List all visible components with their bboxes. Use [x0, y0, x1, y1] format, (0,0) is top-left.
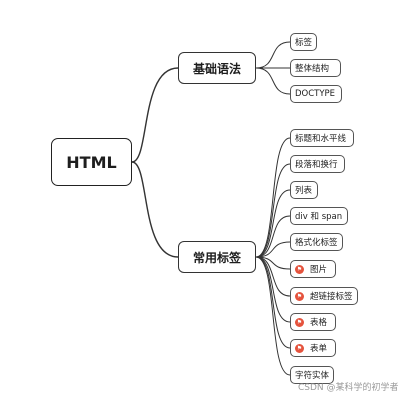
- connector-line: [255, 137, 291, 258]
- connector-line: [255, 256, 291, 349]
- connector-line: [255, 163, 291, 258]
- leaf-label: 标题和水平线: [295, 134, 347, 144]
- leaf-node[interactable]: div 和 span: [290, 207, 348, 225]
- branch-common-tags[interactable]: 常用标签: [178, 241, 256, 273]
- leaf-node[interactable]: 格式化标签: [290, 233, 343, 251]
- leaf-node[interactable]: ⚑ 图片: [290, 260, 336, 278]
- flag-icon: ⚑: [295, 291, 304, 301]
- root-node[interactable]: HTML: [51, 138, 132, 186]
- connector-line: [255, 215, 291, 258]
- flag-icon: ⚑: [295, 264, 304, 274]
- leaf-node[interactable]: 整体结构: [290, 59, 341, 77]
- leaf-node[interactable]: ⚑ 超链接标签: [290, 287, 358, 305]
- leaf-node[interactable]: 标题和水平线: [290, 129, 354, 147]
- leaf-node[interactable]: 字符实体: [290, 366, 335, 384]
- leaf-label: 格式化标签: [295, 238, 338, 248]
- leaf-node[interactable]: ⚑ 表格: [290, 313, 336, 331]
- leaf-label: 图片: [310, 265, 328, 275]
- leaf-node[interactable]: 列表: [290, 181, 318, 199]
- leaf-label: 段落和换行: [295, 160, 338, 170]
- leaf-label: 表格: [310, 318, 328, 328]
- leaf-label: 列表: [295, 186, 313, 196]
- leaf-node[interactable]: 标签: [290, 33, 318, 51]
- leaf-node[interactable]: ⚑ 表单: [290, 339, 336, 357]
- leaf-label: 表单: [310, 344, 328, 354]
- leaf-label: 超链接标签: [310, 292, 353, 302]
- leaf-label: 字符实体: [295, 371, 330, 381]
- watermark: CSDN @某科学的初学者: [298, 383, 399, 393]
- branch-basic-syntax[interactable]: 基础语法: [178, 52, 256, 84]
- leaf-label: DOCTYPE: [295, 89, 336, 99]
- connector-line: [255, 256, 291, 376]
- flag-icon: ⚑: [295, 317, 304, 327]
- flag-icon: ⚑: [295, 343, 304, 353]
- connector-line: [131, 161, 179, 258]
- connector-line: [255, 67, 291, 95]
- leaf-label: div 和 span: [295, 212, 343, 222]
- leaf-node[interactable]: 段落和换行: [290, 155, 345, 173]
- connector-line: [255, 189, 291, 258]
- connector-line: [131, 67, 179, 163]
- leaf-node[interactable]: DOCTYPE: [290, 85, 342, 103]
- connector-line: [255, 41, 291, 69]
- leaf-label: 整体结构: [295, 64, 330, 74]
- connector-line: [255, 256, 291, 297]
- connector-line: [255, 241, 291, 258]
- leaf-label: 标签: [295, 38, 313, 48]
